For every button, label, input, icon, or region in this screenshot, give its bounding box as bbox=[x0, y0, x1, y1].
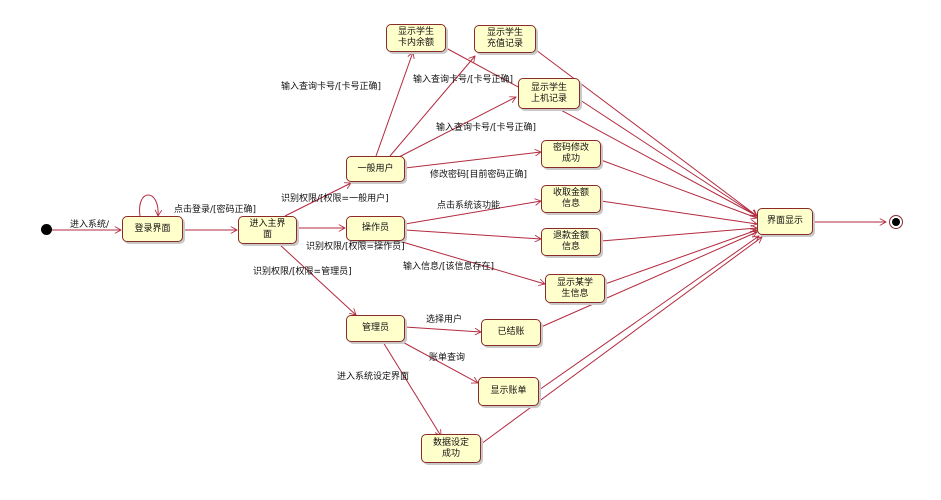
edge-pwd-to-display bbox=[600, 159, 757, 218]
edge-recharge-to-display bbox=[535, 49, 757, 216]
edge-dataset-to-display bbox=[480, 237, 762, 445]
edge-bill-to-display bbox=[538, 236, 759, 391]
label-click-login: 点击登录/[密码正确] bbox=[174, 205, 257, 215]
state-recharge-record: 显示学生 充值记录 bbox=[474, 25, 536, 53]
state-admin: 管理员 bbox=[346, 315, 405, 342]
label-identify-operator: 识别权限/[权限=操作员] bbox=[306, 242, 405, 252]
label-input-info: 输入信息/[该信息存在] bbox=[403, 262, 495, 272]
final-state-dot bbox=[892, 218, 900, 226]
state-login: 登录界面 bbox=[122, 216, 183, 242]
state-operator: 操作员 bbox=[346, 216, 405, 241]
edge-to-recharge-record bbox=[389, 56, 475, 157]
label-enter-system: 进入系统/ bbox=[70, 220, 110, 230]
label-enter-settings: 进入系统设定界面 bbox=[337, 372, 410, 382]
initial-state bbox=[41, 224, 52, 235]
final-state bbox=[889, 215, 903, 229]
edge-to-settled bbox=[404, 326, 481, 332]
label-identify-admin: 识别权限/[权限=管理员] bbox=[253, 267, 352, 277]
edge-online-to-display bbox=[579, 99, 757, 216]
state-normal-user: 一般用户 bbox=[346, 156, 405, 182]
edge-to-collect-amount bbox=[404, 201, 541, 225]
edge-login-self-loop bbox=[139, 194, 159, 216]
edge-collect-to-display bbox=[600, 200, 757, 224]
label-identify-normal: 识别权限/[权限=一般用户] bbox=[281, 194, 389, 204]
edge-to-refund-amount bbox=[404, 229, 541, 239]
edge-student-to-display bbox=[604, 230, 757, 285]
edge-to-show-bill bbox=[396, 338, 478, 383]
state-student-info: 显示某学 生信息 bbox=[545, 274, 605, 303]
state-show-bill: 显示账单 bbox=[478, 377, 539, 406]
edge-to-student-info bbox=[398, 240, 545, 284]
state-main: 进入主界 面 bbox=[238, 216, 297, 244]
state-refund-amount: 退款金额 信息 bbox=[541, 228, 601, 256]
edge-to-card-balance bbox=[375, 52, 413, 157]
label-query-card-2: 输入查询卡号/[卡号正确] bbox=[413, 75, 514, 85]
state-card-balance: 显示学生 卡内余额 bbox=[386, 24, 446, 52]
label-click-function: 点击系统该功能 bbox=[437, 201, 501, 211]
edge-to-data-set bbox=[382, 341, 441, 436]
state-pwd-changed: 密码修改 成功 bbox=[541, 140, 601, 168]
label-modify-pwd: 修改密码[目前密码正确] bbox=[430, 170, 528, 180]
edge-identify-normal bbox=[284, 183, 351, 217]
edge-to-pwd-changed bbox=[404, 152, 541, 169]
edge-card-balance-to-display bbox=[445, 47, 757, 216]
label-query-card-1: 输入查询卡号/[卡号正确] bbox=[281, 82, 382, 92]
state-settled: 已结账 bbox=[481, 319, 541, 346]
edge-refund-to-display bbox=[600, 228, 757, 242]
edge-identify-admin bbox=[278, 243, 356, 315]
state-data-set: 数据设定 成功 bbox=[421, 434, 481, 463]
state-display: 界面显示 bbox=[757, 208, 813, 235]
label-select-user: 选择用户 bbox=[426, 315, 463, 325]
state-online-record: 显示学生 上机记录 bbox=[518, 78, 580, 109]
label-query-card-3: 输入查询卡号/[卡号正确] bbox=[436, 123, 537, 133]
state-collect-amount: 收取金额 信息 bbox=[541, 185, 601, 213]
label-bill-query: 账单查询 bbox=[429, 353, 466, 363]
edge-to-online-record bbox=[398, 97, 516, 158]
edge-settled-to-display bbox=[540, 232, 757, 328]
